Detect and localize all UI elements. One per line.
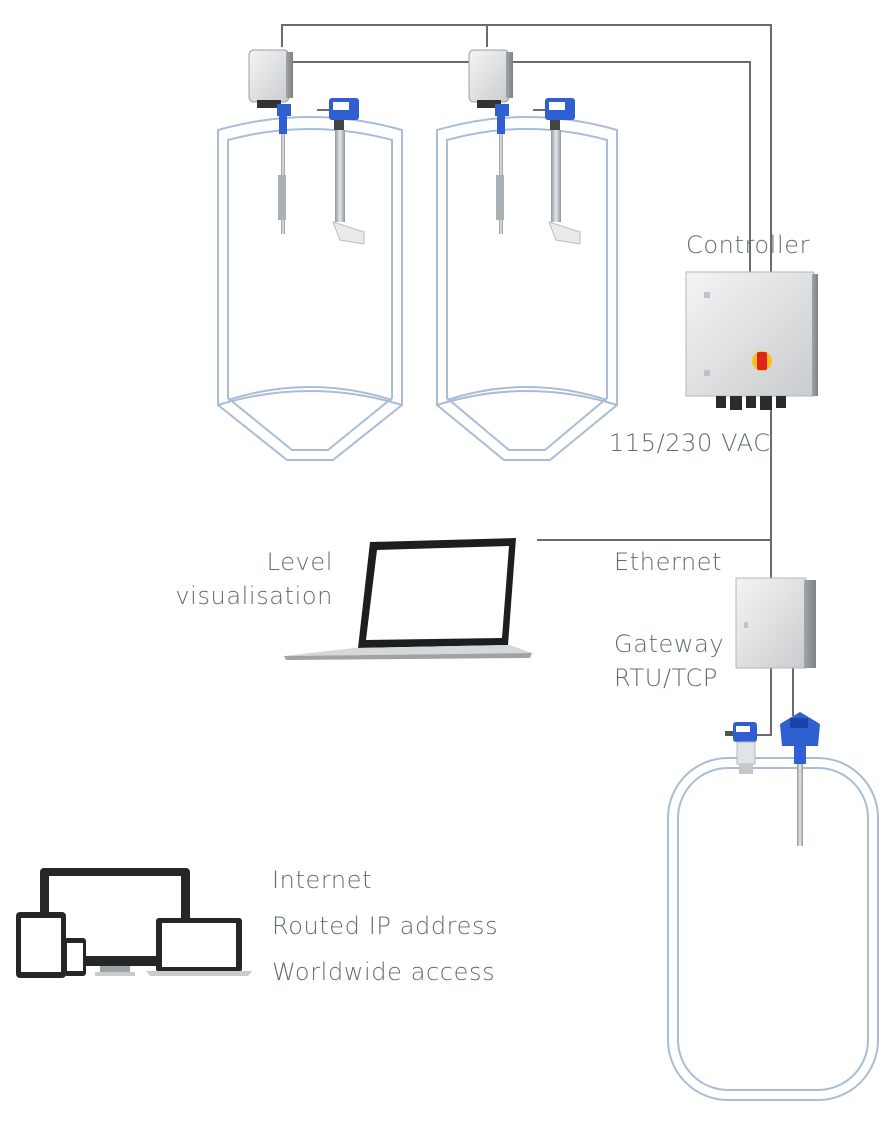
supply-voltage-label: 115/230 VAC [609, 429, 771, 457]
silo-2 [436, 116, 618, 461]
routed-ip-label: Routed IP address [272, 912, 499, 940]
silo-2-rotary-switch [468, 49, 513, 234]
wire-second-bus [293, 61, 751, 272]
controller-label: Controller [686, 231, 811, 259]
wire-top-bus [281, 24, 772, 272]
level-visualisation-label-line1: Level [266, 548, 333, 576]
silo-1-rotary-switch [248, 49, 293, 234]
gateway-box-icon [735, 577, 816, 669]
controller-cabinet-icon [685, 271, 818, 410]
gateway-label-line1: Gateway [614, 630, 725, 658]
tank-rod-probe [780, 712, 820, 846]
gateway-label-line2: RTU/TCP [614, 664, 718, 692]
wiring-lines [281, 24, 794, 736]
tank-radar-sensor [725, 722, 757, 774]
silo-2-paddle-switch [533, 98, 581, 245]
silo-1-paddle-switch [317, 98, 365, 245]
storage-tank [667, 757, 879, 1101]
worldwide-access-label: Worldwide access [272, 958, 496, 986]
multi-device-icon [16, 868, 252, 978]
silo-1 [217, 116, 403, 461]
ethernet-label: Ethernet [614, 548, 723, 576]
level-visualisation-label-line2: visualisation [175, 582, 333, 610]
laptop-icon [284, 538, 532, 660]
internet-label: Internet [272, 866, 373, 894]
wire-gateway-to-sensor-a [757, 668, 772, 736]
